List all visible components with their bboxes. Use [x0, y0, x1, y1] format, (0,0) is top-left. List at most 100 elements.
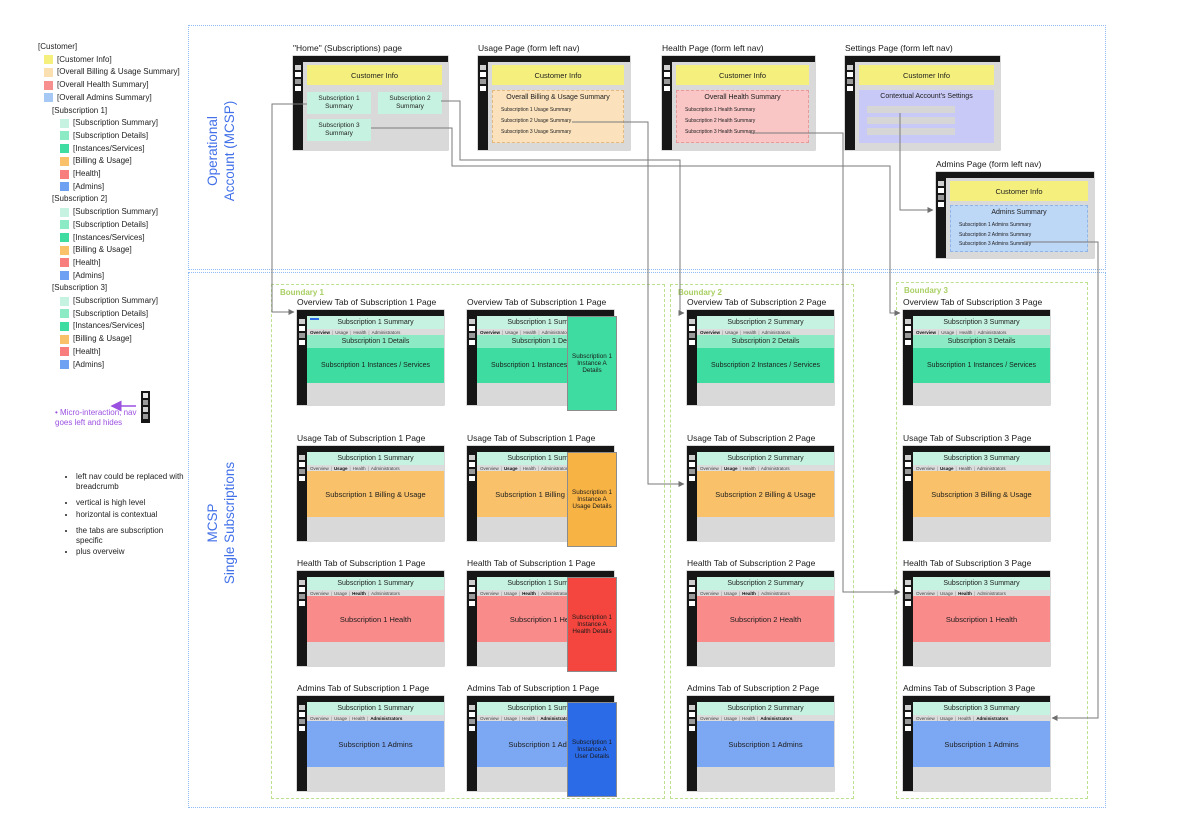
- left-nav-bar[interactable]: [467, 702, 477, 791]
- panel-line-item[interactable]: Subscription 1 Usage Summary: [501, 107, 572, 113]
- left-nav-bar[interactable]: [903, 702, 913, 791]
- nav-item-icon[interactable]: [299, 601, 305, 606]
- tab-administrators[interactable]: Administrators: [761, 329, 791, 335]
- tab-health[interactable]: Health: [522, 715, 536, 721]
- tab-health[interactable]: Health: [523, 329, 537, 335]
- nav-item-icon[interactable]: [905, 719, 911, 724]
- subscription-content-block[interactable]: Subscription 1 Billing & Usage: [307, 471, 444, 517]
- subscription-summary-band[interactable]: Subscription 1 Summary: [307, 452, 444, 465]
- legend-subscription-header[interactable]: [Subscription 1]: [52, 105, 108, 115]
- left-nav-bar[interactable]: [903, 452, 913, 541]
- nav-item-icon[interactable]: [469, 601, 475, 606]
- tab-overview[interactable]: Overview: [916, 590, 935, 596]
- tab-usage[interactable]: Usage: [333, 715, 347, 721]
- nav-item-icon[interactable]: [689, 340, 695, 345]
- subscription-content-block[interactable]: Subscription 1 Admins: [913, 721, 1050, 767]
- subscription-content-block[interactable]: Subscription 3 Billing & Usage: [913, 471, 1050, 517]
- nav-item-icon[interactable]: [469, 712, 475, 717]
- tab-overview[interactable]: Overview: [480, 715, 499, 721]
- panel-line-item[interactable]: Subscription 1 Health Summary: [685, 107, 756, 113]
- legend-item[interactable]: [Subscription Details]: [73, 308, 149, 318]
- nav-item-icon[interactable]: [469, 333, 475, 338]
- tab-overview[interactable]: Overview: [480, 465, 499, 471]
- boundary-2-label[interactable]: Boundary 2: [678, 288, 723, 297]
- nav-item-icon[interactable]: [299, 580, 305, 585]
- panel-line-item[interactable]: Subscription 2 Health Summary: [685, 118, 756, 124]
- tab-overview[interactable]: Overview: [700, 715, 719, 721]
- tab-administrators[interactable]: Administrators: [540, 465, 570, 471]
- left-nav-bar[interactable]: [687, 452, 697, 541]
- nav-item-icon[interactable]: [480, 72, 486, 77]
- panel-line-item[interactable]: Subscription 3 Health Summary: [685, 129, 756, 135]
- tab-overview[interactable]: Overview: [700, 590, 719, 596]
- nav-item-icon[interactable]: [938, 181, 944, 186]
- subscription-summary-band[interactable]: Subscription 1 Summary: [307, 577, 444, 590]
- nav-item-icon[interactable]: [469, 587, 475, 592]
- nav-item-icon[interactable]: [689, 601, 695, 606]
- legend-item[interactable]: [Admins]: [73, 359, 105, 369]
- nav-item-icon[interactable]: [299, 712, 305, 717]
- nav-item-icon[interactable]: [469, 476, 475, 481]
- tab-administrators[interactable]: Administrators: [760, 465, 790, 471]
- tab-administrators[interactable]: Administrators: [760, 715, 793, 721]
- left-nav-bar[interactable]: [903, 316, 913, 405]
- panel-line-item[interactable]: Subscription 2 Admins Summary: [959, 231, 1032, 238]
- nav-item-icon[interactable]: [847, 72, 853, 77]
- tab-health[interactable]: Health: [958, 590, 972, 596]
- nav-item-icon[interactable]: [664, 65, 670, 70]
- left-nav-bar[interactable]: [687, 577, 697, 666]
- tab-health[interactable]: Health: [743, 329, 757, 335]
- subscription-summary-band[interactable]: Subscription 3 Summary: [913, 452, 1050, 465]
- tab-overview[interactable]: Overview: [700, 329, 721, 335]
- tab-administrators[interactable]: Administrators: [541, 590, 570, 596]
- nav-item-icon[interactable]: [689, 455, 695, 460]
- nav-item-icon[interactable]: [295, 86, 301, 91]
- customer-info-banner[interactable]: Customer Info: [676, 65, 809, 85]
- tab-overview[interactable]: Overview: [916, 715, 935, 721]
- nav-item-icon[interactable]: [299, 476, 305, 481]
- nav-item-icon[interactable]: [299, 333, 305, 338]
- subscription-summary-band[interactable]: Subscription 2 Summary: [697, 702, 834, 715]
- nav-item-icon[interactable]: [689, 326, 695, 331]
- tab-health[interactable]: Health: [958, 715, 972, 721]
- nav-item-icon[interactable]: [905, 476, 911, 481]
- subscription-content-block[interactable]: Subscription 2 Instances / Services: [697, 348, 834, 383]
- instance-detail-overlay[interactable]: Subscription 1 Instance A User Details: [567, 702, 617, 797]
- tab-overview[interactable]: Overview: [310, 465, 329, 471]
- legend-item[interactable]: [Subscription Summary]: [73, 207, 158, 217]
- tab-overview[interactable]: Overview: [916, 329, 937, 335]
- tab-overview[interactable]: Overview: [916, 465, 935, 471]
- tab-health[interactable]: Health: [352, 715, 366, 721]
- subscription-content-block[interactable]: Subscription 1 Instances / Services: [913, 348, 1050, 383]
- tab-overview[interactable]: Overview: [310, 715, 329, 721]
- nav-item-icon[interactable]: [689, 726, 695, 731]
- panel-line-item[interactable]: Subscription 1 Admins Summary: [959, 222, 1032, 228]
- tab-administrators[interactable]: Administrators: [541, 329, 571, 335]
- instance-detail-overlay[interactable]: Subscription 1 Instance A Details: [567, 316, 617, 411]
- legend-item[interactable]: [Instances/Services]: [73, 321, 145, 331]
- legend-subscription-header[interactable]: [Subscription 2]: [52, 194, 108, 204]
- nav-item-icon[interactable]: [299, 455, 305, 460]
- tab-overview[interactable]: Overview: [700, 465, 719, 471]
- tab-health[interactable]: Health: [353, 329, 367, 335]
- nav-item-icon[interactable]: [469, 455, 475, 460]
- left-nav-bar[interactable]: [297, 702, 307, 791]
- legend-item[interactable]: [Health]: [73, 257, 101, 267]
- subscription-summary-band[interactable]: Subscription 2 Summary: [697, 316, 834, 329]
- tab-administrators[interactable]: Administrators: [976, 465, 1006, 471]
- tab-usage[interactable]: Usage: [939, 715, 953, 721]
